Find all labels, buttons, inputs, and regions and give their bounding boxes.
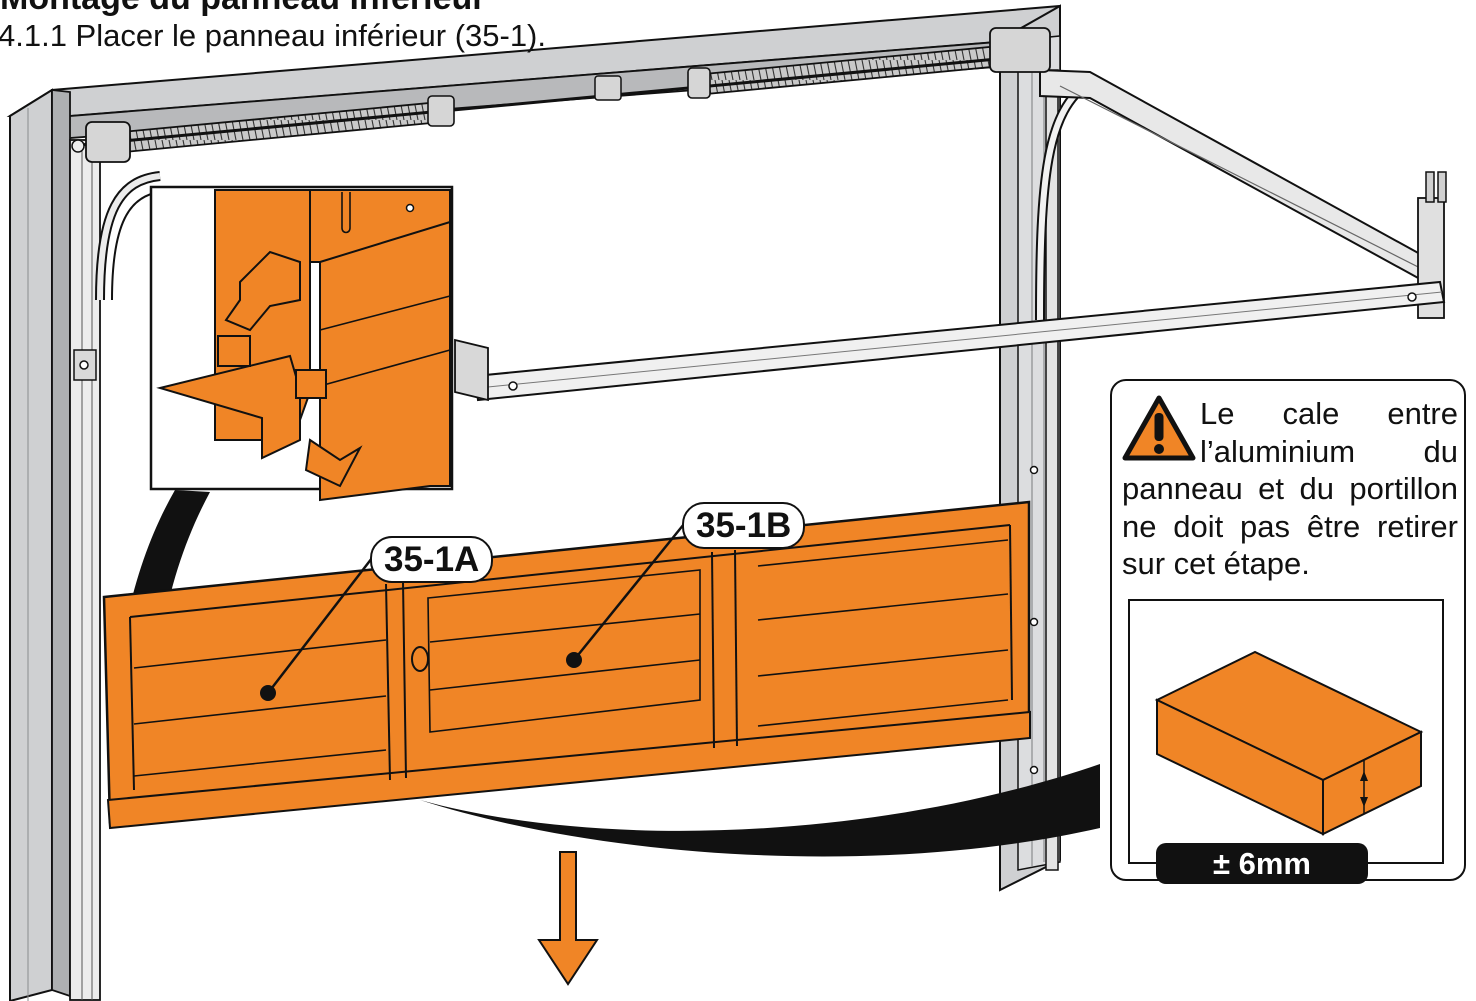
warning-triangle-icon xyxy=(1122,395,1196,461)
swing-arc xyxy=(420,764,1100,857)
cross-strut xyxy=(454,280,1446,402)
left-pillar xyxy=(9,88,71,1001)
step-instruction: 4.1.1 Placer le panneau inférieur (35-1)… xyxy=(0,18,546,53)
callout-35-1a: 35-1A xyxy=(370,536,494,583)
arrow-down-icon xyxy=(537,851,599,986)
callout-leaders xyxy=(260,523,685,701)
horizontal-rail xyxy=(1039,68,1447,319)
page-heading: Montage du panneau inférieur xyxy=(0,0,485,18)
callout-35-1b: 35-1B xyxy=(682,502,806,549)
shim-illustration xyxy=(1154,650,1424,836)
left-vertical-track xyxy=(69,139,101,1001)
spring-icon xyxy=(71,27,1051,163)
dimension-label: ± 6mm xyxy=(1156,843,1368,884)
bottom-panel xyxy=(102,500,1031,830)
warning-text: Le cale entre l’aluminium du panneau et … xyxy=(1122,396,1458,581)
detail-inset xyxy=(110,185,454,790)
shim-detail xyxy=(1128,599,1444,864)
